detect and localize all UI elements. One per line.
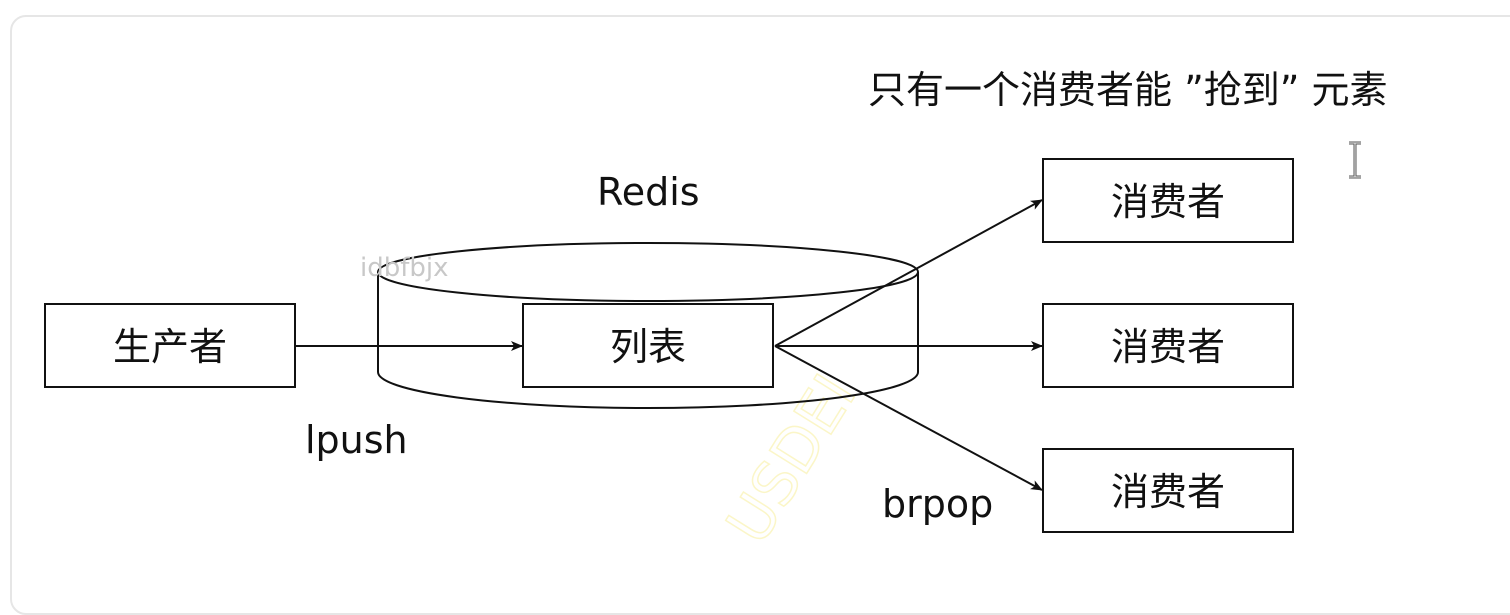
consumer-label: 消费者 (1111, 325, 1225, 369)
queue-diagram: USDEI 只有一个消费者能 ”抢到” 元素 Redis idbfbjx 生产者… (44, 68, 1388, 557)
consumer-node-1: 消费者 (1042, 158, 1294, 243)
edge-list-to-consumer-3 (774, 345, 1043, 491)
redis-cylinder (377, 242, 919, 409)
watermark-overlay: USDEI (713, 363, 870, 556)
consumer-node-3: 消费者 (1042, 448, 1294, 533)
consumer-label: 消费者 (1111, 180, 1225, 224)
producer-node: 生产者 (44, 303, 296, 388)
producer-label: 生产者 (113, 325, 227, 369)
watermark-user-id: idbfbjx (360, 253, 449, 283)
brpop-label: brpop (882, 482, 993, 526)
edge-list-to-consumer-1 (774, 199, 1043, 347)
caption: 只有一个消费者能 ”抢到” 元素 (868, 68, 1388, 112)
lpush-label: lpush (305, 418, 408, 462)
redis-label: Redis (597, 170, 700, 214)
list-label: 列表 (610, 325, 686, 369)
text-cursor-icon (1349, 141, 1361, 179)
consumer-label: 消费者 (1111, 470, 1225, 514)
list-node: 列表 (522, 303, 774, 388)
cylinder-top (377, 242, 919, 302)
consumer-node-2: 消费者 (1042, 303, 1294, 388)
